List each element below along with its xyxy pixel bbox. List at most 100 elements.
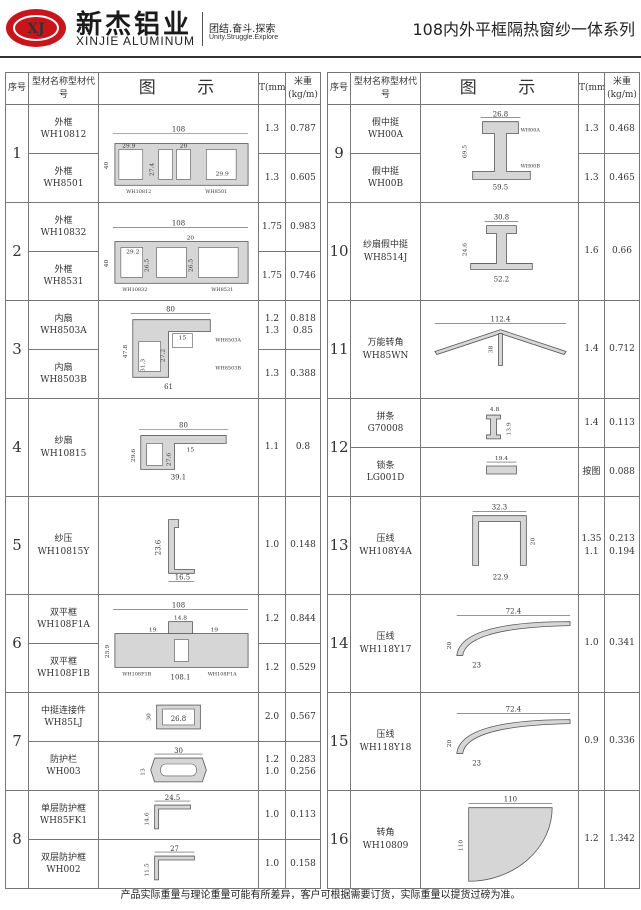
col-weight: 米重(kg/m)	[285, 72, 321, 105]
dim-label: 30	[146, 713, 153, 721]
profile-name: 双层防护框	[40, 852, 86, 863]
thickness-text: 1.75	[261, 270, 283, 281]
col-seq: 序号	[5, 72, 29, 105]
dim-label: 19	[210, 627, 218, 634]
weight-text: 0.983	[290, 221, 316, 232]
dim-label: 80	[179, 422, 188, 430]
thickness-value: 1.4	[578, 398, 605, 448]
weight-value: 0.787	[285, 104, 321, 154]
dim-label: WH00A	[521, 128, 541, 134]
dim-label: 29.2	[126, 248, 139, 255]
row-number: 12	[327, 398, 351, 497]
dim-label: 15	[187, 446, 195, 453]
profile-name: 纱扇假中挺	[362, 240, 408, 251]
dim-label: 26.5	[187, 259, 194, 272]
dim-label: 23	[472, 661, 481, 669]
weight-text: 0.465	[609, 172, 635, 183]
profile-name: 纱扇	[54, 436, 73, 447]
weight-text: 0.148	[290, 540, 316, 551]
dim-label: 80	[166, 306, 175, 314]
weight-text: 0.818 0.85	[290, 313, 316, 336]
dim-label: 20	[446, 641, 453, 649]
profile-figure: 24.5 14.6	[98, 790, 259, 840]
weight-text: 0.712	[609, 344, 635, 355]
dim-label: 27.2	[160, 349, 167, 362]
profile-name: 中挺连接件	[40, 705, 86, 716]
thickness-text: 1.35 1.1	[581, 534, 602, 557]
weight-text: 0.388	[290, 368, 316, 379]
profile-code: WH85LJ	[44, 718, 83, 728]
weight-text: 0.787	[290, 123, 316, 134]
row-number: 13	[327, 496, 351, 595]
dim-label: 110	[458, 840, 465, 852]
dim-label: 19.4	[495, 455, 508, 462]
dim-label: 52.2	[494, 275, 509, 283]
weight-value: 0.336	[604, 692, 640, 791]
dim-label: 23	[472, 759, 481, 767]
thickness-value: 1.75	[258, 202, 286, 252]
weight-value: 0.746	[285, 251, 321, 301]
row-number: 9	[327, 104, 351, 203]
thickness-value: 按图	[578, 447, 605, 497]
dim-label: WH00B	[521, 163, 541, 169]
weight-text: 0.213 0.194	[609, 534, 635, 557]
dim-label: 23.6	[155, 540, 163, 555]
dim-label: 110	[504, 796, 517, 804]
dim-label: 20	[529, 538, 536, 546]
dim-label: 22.9	[493, 573, 508, 581]
thickness-text: 1.2	[264, 662, 280, 673]
profile-code: WH002	[46, 865, 81, 875]
page-header: XJ 新杰铝业 XINJIE ALUMINUM 团结.奋斗.探索 Unity.S…	[0, 0, 641, 64]
profile-name: 锁条	[376, 460, 395, 471]
dim-label: 40	[103, 259, 110, 267]
profile-figure: 19.4	[420, 447, 579, 497]
dim-label: WH10812	[126, 189, 151, 195]
profile-code: WH118Y17	[359, 644, 412, 655]
weight-value: 0.113	[285, 790, 321, 840]
row-number: 11	[327, 300, 351, 399]
dim-label: 20	[446, 739, 453, 747]
slogan-cn: 团结.奋斗.探索	[209, 24, 276, 35]
weight-value: 0.158	[285, 839, 321, 889]
thickness-text: 1.3	[264, 172, 280, 183]
weight-value: 0.468	[604, 104, 640, 154]
profile-table-right: 序号 型材名称型材代号 图 示 T(mm) 米重(kg/m) 9假中挺WH00A…	[327, 72, 640, 889]
brand-name-cn: 新杰铝业	[76, 10, 193, 40]
profile-code: WH10832	[40, 228, 87, 238]
profile-name: 防护栏	[49, 754, 77, 765]
dim-label: 25.9	[104, 645, 111, 658]
profile-name: 压线	[376, 534, 395, 545]
thickness-value: 1.1	[258, 398, 286, 497]
row-number: 10	[327, 202, 351, 301]
profile-code: WH8503A	[40, 326, 87, 336]
profile-drawing: 30 13	[140, 747, 207, 783]
row-number: 14	[327, 594, 351, 693]
thickness-text: 0.9	[584, 736, 599, 747]
profile-name: 外框	[54, 117, 73, 128]
thickness-value: 1.35 1.1	[578, 496, 605, 595]
profile-code: WH108F1B	[37, 669, 90, 679]
dim-label: 32.3	[492, 504, 507, 512]
col-thickness: T(mm)	[578, 72, 605, 105]
weight-value: 0.283 0.256	[285, 741, 321, 791]
weight-value: 0.388	[285, 349, 321, 399]
